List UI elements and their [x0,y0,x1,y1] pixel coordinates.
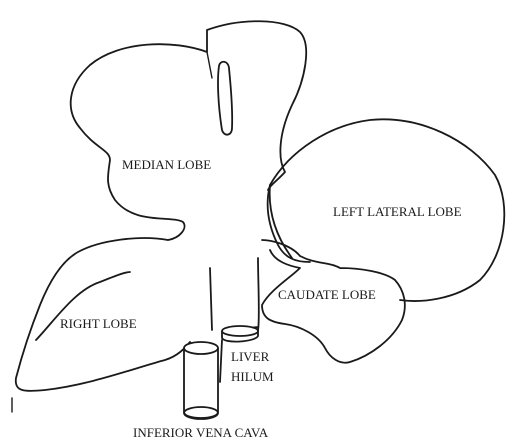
label-right-lobe: RIGHT LOBE [60,316,137,331]
median-lobe-ligament [218,62,232,135]
median-lobe-notch [207,52,212,78]
label-inferior-vena-cava: INFERIOR VENA CAVA [133,425,269,440]
label-liver-hilum-line2: HILUM [231,369,274,384]
inferior-vena-cava-top [184,342,218,354]
label-left-lateral-lobe: LEFT LATERAL LOBE [333,204,462,219]
label-liver-hilum-line1: LIVER [231,349,270,364]
label-median-lobe: MEDIAN LOBE [122,157,211,172]
portal-vein-end [222,326,258,336]
label-caudate-lobe: CAUDATE LOBE [278,287,376,302]
right-lobe-outline [16,238,190,391]
